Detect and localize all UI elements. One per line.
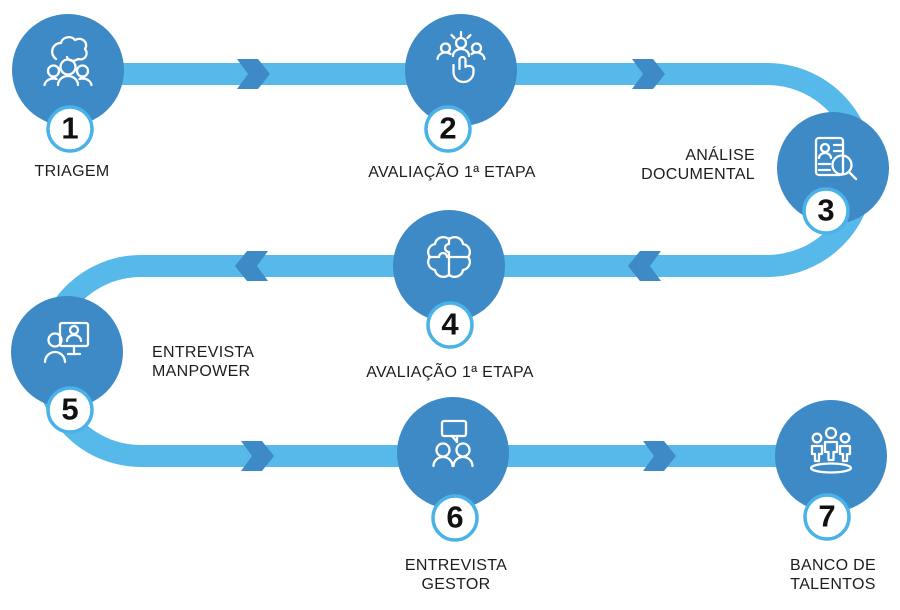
step-2-node — [405, 14, 517, 126]
step-2-label: AVALIAÇÃO 1ª ETAPA — [368, 163, 536, 182]
step-4-badge — [426, 301, 474, 349]
step-5-badge — [46, 386, 94, 434]
people-group-hands-icon — [43, 36, 93, 87]
step-5-node — [11, 296, 123, 408]
label-line: DOCUMENTAL — [641, 166, 755, 183]
arrow-left-icon — [628, 251, 661, 281]
step-7-badge — [803, 493, 851, 541]
conversation-people-icon — [432, 419, 474, 468]
arrow-right-icon — [237, 59, 270, 89]
label-line: BANCO DE — [790, 557, 876, 574]
step-3-label: ANÁLISE DOCUMENTAL — [641, 146, 755, 184]
label-line: MANPOWER — [152, 363, 251, 380]
step-5-label: ENTREVISTA MANPOWER — [152, 343, 254, 381]
step-7-node — [775, 400, 887, 512]
talent-pool-people-icon — [809, 426, 853, 474]
arrow-right-icon — [643, 441, 676, 471]
step-6-node — [397, 397, 509, 509]
video-interview-icon — [43, 321, 90, 364]
label-line: TRIAGEM — [34, 163, 110, 180]
label-line: AVALIAÇÃO 1ª ETAPA — [366, 364, 534, 381]
step-1-node — [12, 14, 124, 126]
step-6-label: ENTREVISTA GESTOR — [405, 556, 507, 594]
step-7-label: BANCO DE TALENTOS — [790, 556, 876, 594]
candidate-selection-icon — [436, 30, 486, 84]
step-1-number: 1 — [61, 110, 79, 146]
step-5-number: 5 — [61, 391, 79, 427]
step-4-label: AVALIAÇÃO 1ª ETAPA — [366, 363, 534, 382]
step-7-number: 7 — [818, 498, 836, 534]
document-search-icon — [814, 136, 858, 181]
label-line: AVALIAÇÃO 1ª ETAPA — [368, 164, 536, 181]
step-3-badge — [802, 187, 850, 235]
label-line: TALENTOS — [790, 576, 876, 593]
step-1-label: TRIAGEM — [35, 162, 110, 181]
step-2-number: 2 — [439, 110, 457, 146]
arrow-right-icon — [241, 441, 274, 471]
brain-puzzle-icon — [427, 236, 471, 278]
arrow-right-icon — [632, 59, 665, 89]
label-line: ENTREVISTA — [404, 557, 508, 574]
step-1-badge — [46, 105, 94, 153]
arrow-left-icon — [235, 251, 268, 281]
step-2-badge — [424, 105, 472, 153]
label-line: ENTREVISTA — [152, 344, 255, 361]
step-6-badge — [431, 494, 479, 542]
step-6-number: 6 — [446, 499, 464, 535]
label-line: ANÁLISE — [685, 147, 755, 164]
step-3-number: 3 — [817, 192, 835, 228]
step-4-number: 4 — [441, 306, 459, 342]
label-line: GESTOR — [421, 576, 491, 593]
